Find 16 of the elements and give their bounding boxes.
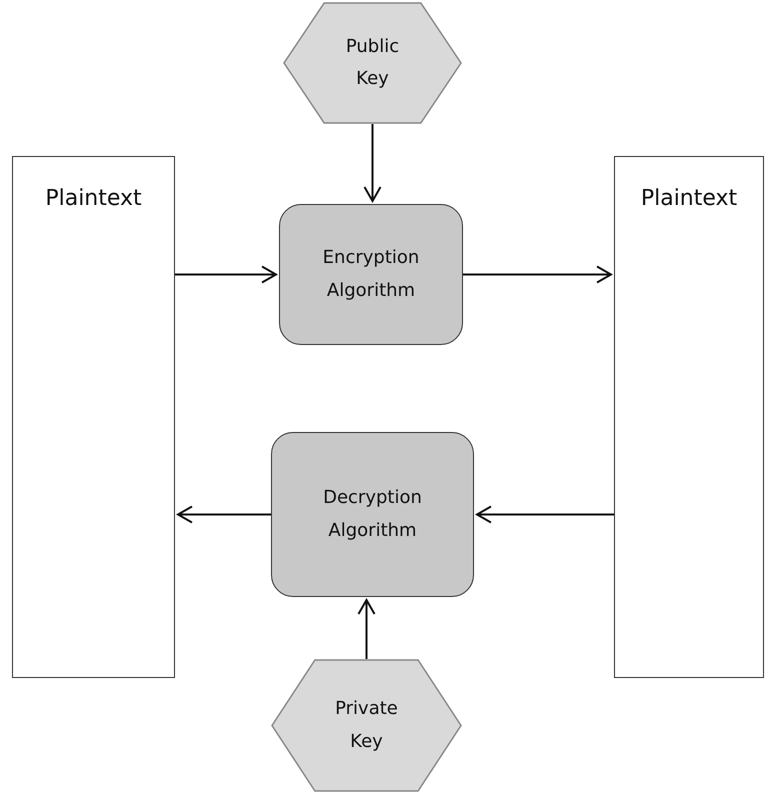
arrow xyxy=(177,506,271,524)
text-panel xyxy=(12,156,175,678)
panel-title: Plaintext xyxy=(45,185,142,213)
node-label: Decryption Algorithm xyxy=(322,486,423,542)
panel-title: Plaintext xyxy=(640,185,738,213)
text-panel xyxy=(614,156,764,678)
process-box xyxy=(271,432,474,597)
arrow xyxy=(476,506,614,524)
arrow xyxy=(175,266,277,284)
node-label: Public Key xyxy=(344,34,400,91)
node-label: Private Key xyxy=(334,697,399,754)
arrow xyxy=(463,266,612,284)
arrow xyxy=(364,124,382,202)
node-label: Encryption Algorithm xyxy=(322,246,420,302)
process-box xyxy=(279,204,463,345)
arrow xyxy=(358,599,376,659)
